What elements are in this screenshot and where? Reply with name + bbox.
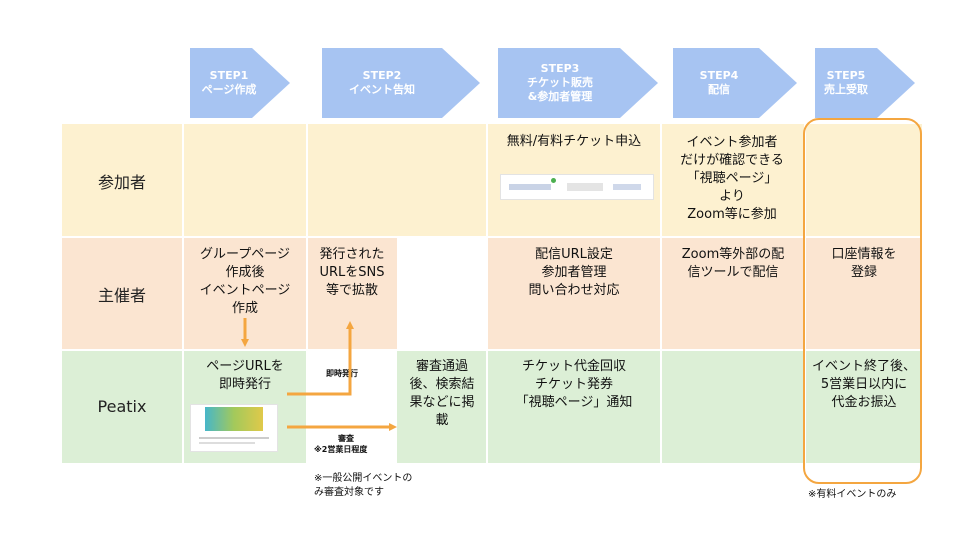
participant-row [62,124,922,237]
column-divider [182,124,184,463]
column-divider [306,124,308,463]
column-divider [660,124,662,463]
step5-highlight-frame [803,118,922,484]
participant-step3-text: 無料/有料チケット申込 [506,134,642,149]
peatix-step1-text: ページURLを 即時発行 [206,359,284,392]
row-divider [62,236,922,238]
step2-arrow: STEP2 イベント告知 [322,48,480,118]
event-page-thumbnail [190,404,278,452]
review-label: 審査 [338,434,354,443]
immediate-issue-arrow [287,321,354,396]
step5-title: 売上受取 [824,83,868,96]
organizer-step1-text: グループページ 作成後 イベントページ 作成 [199,247,291,316]
thumbnail-banner [205,407,263,431]
participant-step4-text: イベント参加者 だけが確認できる 「視聴ページ」 より Zoom等に参加 [680,135,784,222]
step2-gap-peatix [307,350,397,463]
step3-arrow: STEP3 チケット販売 &参加者管理 [498,48,658,118]
immediate-issue-label: 即時発行 [326,369,358,378]
step2-number: STEP2 [362,69,402,82]
review-note: ※一般公開イベントの み審査対象です [314,473,413,498]
peatix-row-label: Peatix [97,397,147,416]
organizer-step3-text: 配信URL設定 参加者管理 問い合わせ対応 [528,247,620,298]
organizer-row [62,237,922,350]
peatix-step3-text: チケット代金回収 チケット発券 「視聴ページ」通知 [515,359,633,410]
step1-number: STEP1 [209,69,249,82]
organizer-step2-text: 発行された URLをSNS 等で拡散 [319,247,385,298]
step2-gap-organizer [397,237,487,350]
row-divider [62,349,922,351]
paid-only-note: ※有料イベントのみ [808,489,897,500]
review-days-label: ※2営業日程度 [314,445,368,454]
step3-title: チケット販売 [527,76,593,89]
convenience-store-logo [567,183,603,191]
payment-methods-image [500,174,654,200]
column-divider [804,124,806,463]
participant-row-label: 参加者 [97,172,146,192]
step4-number: STEP4 [699,69,739,82]
step4-title: 配信 [708,83,730,96]
status-dot [551,178,556,183]
organizer-step5-text: 口座情報を 登録 [831,247,897,280]
organizer-step4-text: Zoom等外部の配 信ツールで配信 [681,247,785,280]
step3-subtitle: &参加者管理 [527,90,593,103]
card-logos [509,184,551,190]
step1-title: ページ作成 [201,83,257,96]
step3-number: STEP3 [540,62,580,75]
step5-number: STEP5 [826,69,866,82]
paypal-logo [613,184,641,190]
step2-title: イベント告知 [349,83,415,96]
peatix-review-text: 審査通過 後、検索結 果などに掲 載 [409,359,475,428]
thumbnail-text-lines [199,442,255,444]
column-divider [486,124,488,463]
peatix-step5-text: イベント終了後、 5営業日以内に 代金お振込 [811,359,916,410]
thumbnail-text-lines [199,437,269,439]
organizer-row-label: 主催者 [97,285,146,305]
